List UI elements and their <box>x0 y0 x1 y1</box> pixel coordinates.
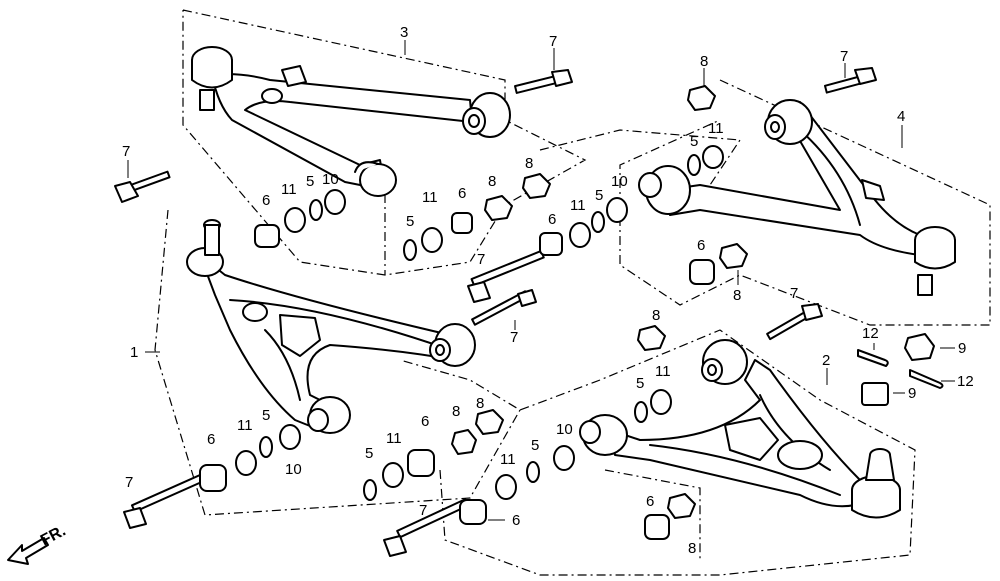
callout-5: 5 <box>262 407 270 424</box>
flange-bolt-icon <box>114 67 877 557</box>
callout-7: 7 <box>790 285 798 302</box>
callout-9: 9 <box>958 340 966 357</box>
callout-8: 8 <box>700 53 708 70</box>
callout-6: 6 <box>548 211 556 228</box>
callout-5: 5 <box>690 133 698 150</box>
callout-3: 3 <box>400 24 408 41</box>
callout-11: 11 <box>237 417 253 434</box>
flange-nut-icon <box>451 85 748 519</box>
callout-10: 10 <box>556 421 573 438</box>
dust-seal-icon <box>279 189 628 471</box>
callout-4: 4 <box>897 108 905 125</box>
callout-7: 7 <box>510 329 518 346</box>
callout-12: 12 <box>862 325 879 342</box>
callout-11: 11 <box>422 189 438 206</box>
callout-8: 8 <box>733 287 741 304</box>
callout-7: 7 <box>419 502 427 519</box>
bushing-icon <box>199 212 715 540</box>
callout-5: 5 <box>531 437 539 454</box>
callout-6: 6 <box>421 413 429 430</box>
callout-10: 10 <box>322 171 339 188</box>
hardware-parts <box>114 67 944 557</box>
castle-nut-icon <box>861 333 935 406</box>
callout-7: 7 <box>549 33 557 50</box>
callout-5: 5 <box>406 213 414 230</box>
callout-8: 8 <box>476 395 484 412</box>
callout-6: 6 <box>646 493 654 510</box>
callout-9: 9 <box>908 385 916 402</box>
lower-arm-right <box>579 339 901 519</box>
circlip-icon <box>259 154 701 501</box>
callout-5: 5 <box>365 445 373 462</box>
callout-7: 7 <box>840 48 848 65</box>
callout-8: 8 <box>688 540 696 557</box>
callout-6: 6 <box>458 185 466 202</box>
callout-8: 8 <box>488 173 496 190</box>
callout-6: 6 <box>262 192 270 209</box>
callout-6: 6 <box>697 237 705 254</box>
callout-12: 12 <box>957 373 974 390</box>
callout-8: 8 <box>652 307 660 324</box>
front-direction-arrow: FR. <box>7 522 69 565</box>
callout-7: 7 <box>477 251 485 268</box>
callout-8: 8 <box>525 155 533 172</box>
callout-5: 5 <box>306 173 314 190</box>
callout-11: 11 <box>386 430 402 447</box>
leader-lines <box>127 40 955 521</box>
callout-10: 10 <box>611 173 628 190</box>
callout-labels: 3 7 7 8 8 6 11 5 10 11 6 5 7 7 1 8 7 4 1… <box>122 24 974 557</box>
callout-5: 5 <box>595 187 603 204</box>
callout-7: 7 <box>122 143 130 160</box>
upper-arm-left <box>191 46 511 197</box>
callout-5: 5 <box>636 375 644 392</box>
callout-7: 7 <box>125 474 133 491</box>
callout-11: 11 <box>708 120 724 137</box>
needle-bearing-icon <box>235 145 724 500</box>
cotter-pin-icon <box>857 349 944 389</box>
callout-2: 2 <box>822 352 830 369</box>
callout-6: 6 <box>207 431 215 448</box>
callout-6: 6 <box>512 512 520 529</box>
callout-1: 1 <box>130 344 138 361</box>
callout-11: 11 <box>655 363 671 380</box>
lower-arm-left <box>186 219 476 434</box>
callout-11: 11 <box>570 197 586 214</box>
callout-11: 11 <box>281 181 297 198</box>
upper-arm-right <box>638 99 956 296</box>
callout-11: 11 <box>500 451 516 468</box>
callout-10: 10 <box>285 461 302 478</box>
callout-8: 8 <box>452 403 460 420</box>
